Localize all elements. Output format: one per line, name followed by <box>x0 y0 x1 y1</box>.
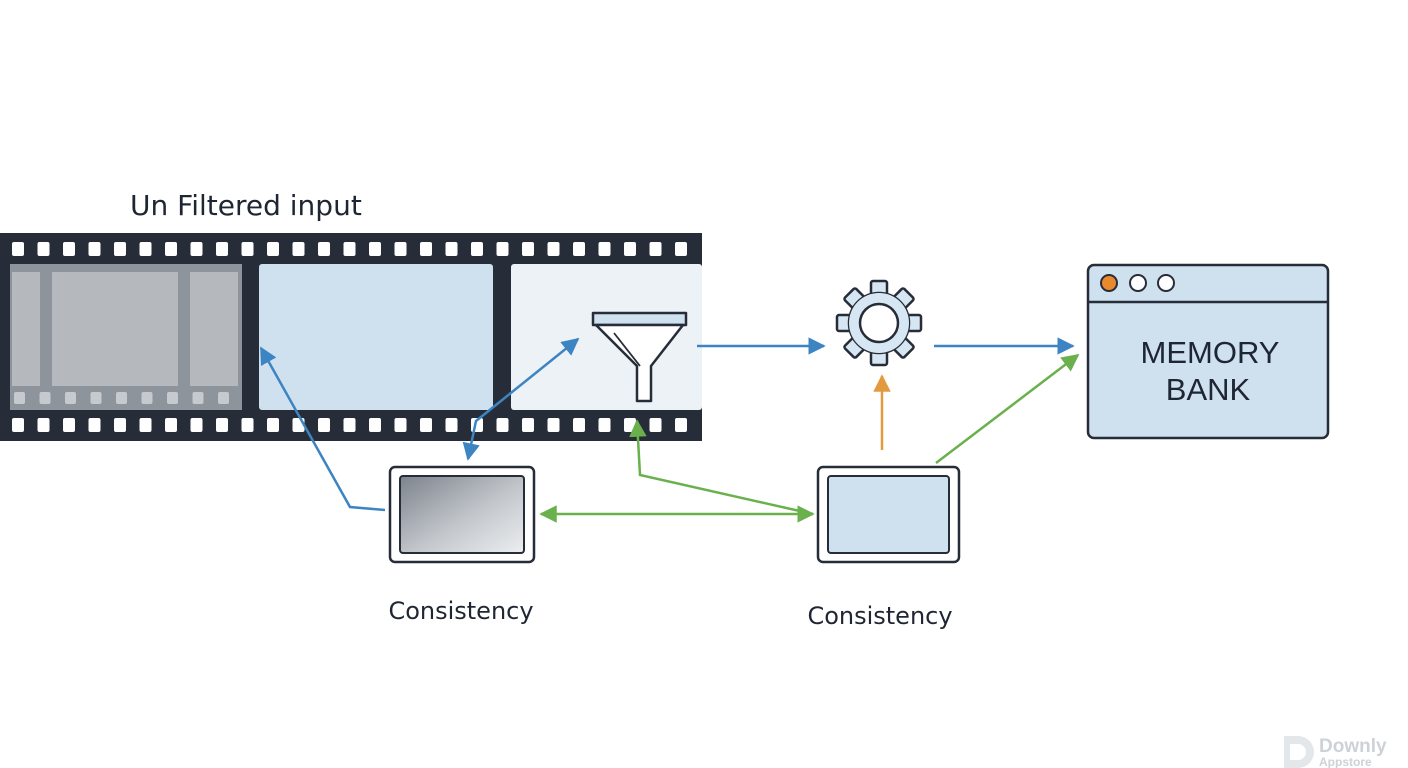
film-perforation <box>649 242 662 256</box>
memory-bank-label-line2: BANK <box>1166 372 1251 407</box>
film-perforation <box>63 418 75 432</box>
film-perforation <box>445 242 458 256</box>
film-perforation <box>165 418 177 432</box>
perforations-top <box>12 242 687 256</box>
film-perforation <box>114 242 126 256</box>
memory-bank-label-line1: MEMORY <box>1141 335 1280 370</box>
film-perforation <box>318 418 330 432</box>
film-perforation <box>39 392 51 404</box>
film-perforation <box>116 392 127 404</box>
film-perforation <box>12 418 24 432</box>
arrow-monitor-funnel <box>462 337 580 461</box>
film-perforation <box>14 392 25 404</box>
window-dots-icon <box>1100 274 1175 292</box>
film-perforation <box>167 392 178 404</box>
watermark-line2: Appstore <box>1319 755 1372 768</box>
arrow-monitor-to-frame <box>259 346 386 512</box>
film-perforation <box>394 242 407 256</box>
film-perforation <box>522 242 534 256</box>
film-perforation <box>675 242 687 256</box>
film-perforation <box>190 418 203 432</box>
consistency-monitor-right <box>816 465 961 564</box>
film-perforation <box>394 418 407 432</box>
faded-perforations <box>14 392 229 404</box>
film-perforation <box>88 418 101 432</box>
film-perforation <box>573 242 585 256</box>
unfiltered-input-title: Un Filtered input <box>130 189 362 222</box>
film-perforation <box>292 242 305 256</box>
film-perforation <box>445 418 458 432</box>
film-perforation <box>216 242 228 256</box>
film-perforation <box>216 418 228 432</box>
film-perforation <box>369 418 381 432</box>
downly-watermark: Downly Appstore <box>1284 736 1387 768</box>
film-perforation <box>139 242 152 256</box>
film-perforation <box>88 242 101 256</box>
arrow-monitor-to-memory <box>935 353 1080 464</box>
film-perforation <box>624 242 636 256</box>
consistency-label-right: Consistency <box>807 602 952 630</box>
film-perforation <box>547 418 560 432</box>
downly-logo-icon <box>1284 736 1314 768</box>
film-perforation <box>675 418 687 432</box>
film-perforation <box>649 418 662 432</box>
funnel-icon <box>591 311 688 403</box>
film-perforation <box>318 242 330 256</box>
film-perforation <box>547 242 560 256</box>
film-perforation <box>114 418 126 432</box>
film-perforation <box>267 242 279 256</box>
film-perforation <box>598 242 611 256</box>
film-perforation <box>624 418 636 432</box>
film-perforation <box>573 418 585 432</box>
gear-icon <box>835 279 923 367</box>
film-perforation <box>420 242 432 256</box>
film-perforation <box>267 418 279 432</box>
film-perforation <box>141 392 153 404</box>
film-perforation <box>192 392 204 404</box>
film-perforation <box>471 242 483 256</box>
connection-arrows <box>259 337 1080 523</box>
film-perforation <box>165 242 177 256</box>
film-perforation <box>598 418 611 432</box>
consistency-monitor-left <box>388 465 536 564</box>
film-perforation <box>37 242 50 256</box>
film-frame-1 <box>10 264 242 410</box>
film-perforation <box>420 418 432 432</box>
film-perforation <box>37 418 50 432</box>
film-perforation <box>218 392 229 404</box>
film-perforation <box>522 418 534 432</box>
film-perforation <box>369 242 381 256</box>
memory-bank-window: MEMORY BANK <box>1086 263 1330 440</box>
film-perforation <box>63 242 75 256</box>
watermark-line1: Downly <box>1319 736 1387 757</box>
film-strip <box>0 233 702 441</box>
film-frame-2 <box>259 264 493 410</box>
film-perforation <box>65 392 76 404</box>
film-perforation <box>241 242 254 256</box>
film-perforation <box>241 418 254 432</box>
arrow-monitor-to-funnel <box>629 419 814 516</box>
consistency-label-left: Consistency <box>388 597 533 625</box>
film-perforation <box>343 418 356 432</box>
film-perforation <box>90 392 102 404</box>
film-perforation <box>139 418 152 432</box>
film-perforation <box>12 242 24 256</box>
film-perforation <box>496 418 509 432</box>
film-perforation <box>343 242 356 256</box>
film-perforation <box>496 242 509 256</box>
film-perforation <box>190 242 203 256</box>
